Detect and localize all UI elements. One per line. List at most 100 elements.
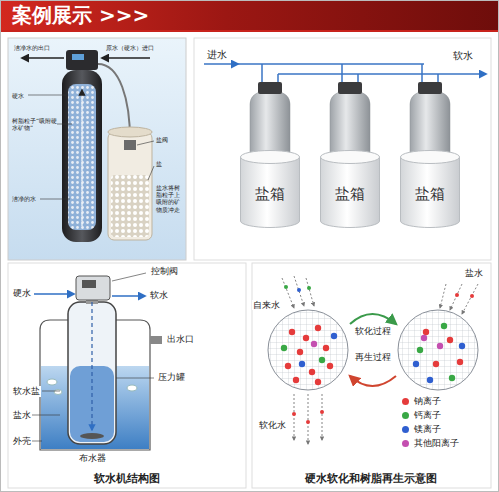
part-label: 盐 bbox=[156, 160, 162, 167]
resin-tank bbox=[22, 57, 64, 59]
salt-box: 盐箱 bbox=[240, 150, 300, 228]
resin-bead bbox=[311, 341, 317, 347]
structure-diagram bbox=[76, 276, 110, 300]
part-label: 压力罐 bbox=[157, 372, 186, 383]
flow-label: 盐水 bbox=[464, 268, 484, 278]
box-label: 盐箱 bbox=[255, 175, 285, 203]
resin-tank bbox=[72, 54, 84, 60]
part-label: 洁净的水 bbox=[12, 195, 36, 202]
resin-bead bbox=[327, 363, 333, 369]
page-title: 案例展示 >>> bbox=[12, 3, 149, 27]
resin-bead bbox=[285, 325, 463, 385]
resin-bead bbox=[441, 323, 447, 329]
ion-flow bbox=[307, 286, 311, 290]
salt-box-outline bbox=[321, 157, 380, 228]
resin-bead bbox=[398, 310, 478, 390]
part-label: 出水口 bbox=[166, 334, 195, 345]
caption: 软水机结构图 bbox=[93, 472, 161, 485]
feed-pipe bbox=[204, 63, 238, 65]
process-label: 软化过程 bbox=[354, 326, 392, 336]
salt-box-outline bbox=[321, 151, 380, 164]
feed-pipe bbox=[204, 64, 486, 84]
part-label: 洁净水的出口 bbox=[14, 44, 50, 51]
ion-flow bbox=[440, 284, 446, 308]
caption: 硬水软化和树脂再生示意图 bbox=[304, 472, 438, 485]
banner bbox=[0, 30, 499, 32]
flow-label: 软水 bbox=[149, 290, 169, 301]
resin-tank bbox=[22, 50, 150, 242]
structure-diagram bbox=[32, 273, 162, 450]
resin-bead bbox=[268, 310, 348, 390]
legend-item: 其他阳离子 bbox=[402, 438, 459, 449]
resin-tank bbox=[66, 50, 98, 70]
flow-label: 进水 bbox=[206, 49, 228, 61]
brine-tank bbox=[108, 132, 152, 240]
salt-box: 盐箱 bbox=[400, 150, 460, 228]
ion-flow bbox=[322, 394, 323, 440]
box-label: 盐箱 bbox=[335, 175, 365, 203]
legend-swatch bbox=[402, 412, 409, 419]
legend-label: 钠离子 bbox=[414, 396, 441, 407]
brine-tank bbox=[108, 127, 152, 137]
structure-diagram bbox=[41, 366, 149, 449]
part-label: 软水盐 bbox=[12, 386, 41, 397]
resin-bead bbox=[289, 329, 295, 335]
feed-pipe bbox=[278, 73, 486, 75]
legend-item: 钙离子 bbox=[402, 410, 441, 421]
flow-label: 软化水 bbox=[258, 420, 287, 430]
ion-flow bbox=[292, 412, 296, 416]
structure-diagram bbox=[47, 379, 57, 385]
legend-label: 其他阳离子 bbox=[414, 438, 459, 449]
part-label: 外壳 bbox=[12, 436, 32, 447]
ion-flow bbox=[450, 284, 462, 310]
resin-bead bbox=[319, 357, 325, 363]
part-label: 盐水将树脂粒子上吸附的矿物质冲走 bbox=[156, 184, 184, 213]
resin-bead bbox=[309, 369, 315, 375]
structure-diagram bbox=[91, 302, 92, 430]
structure-diagram bbox=[32, 273, 154, 441]
structure-diagram bbox=[32, 415, 60, 416]
ion-flow bbox=[462, 284, 478, 314]
resin-tank bbox=[81, 90, 82, 226]
resin-tank bbox=[102, 57, 150, 59]
structure-diagram bbox=[32, 441, 42, 442]
salt-box-outline bbox=[401, 157, 460, 228]
ion-flow bbox=[284, 285, 288, 289]
structure-diagram bbox=[112, 295, 145, 297]
salt-box: 盐箱 bbox=[320, 150, 380, 228]
resin-bead bbox=[423, 329, 429, 335]
structure-diagram bbox=[127, 385, 137, 391]
ion-flow bbox=[294, 394, 295, 440]
flow-label: 自来水 bbox=[252, 300, 281, 310]
resin-bead bbox=[433, 361, 439, 367]
ion-flow bbox=[282, 278, 294, 308]
softener-tank bbox=[338, 82, 362, 94]
panel-frame bbox=[8, 263, 246, 488]
resin-tank bbox=[62, 70, 102, 242]
legend-swatch bbox=[402, 426, 409, 433]
leader-line bbox=[40, 199, 70, 200]
ion-flow bbox=[294, 276, 304, 306]
flow-label: 硬水 bbox=[12, 288, 32, 299]
legend-swatch bbox=[402, 440, 409, 447]
ion-flow bbox=[297, 288, 301, 292]
resin-bead bbox=[303, 335, 309, 341]
legend-swatch bbox=[402, 398, 409, 405]
feed-pipe bbox=[238, 63, 424, 65]
structure-diagram bbox=[34, 293, 74, 295]
structure-diagram bbox=[82, 280, 96, 288]
banner bbox=[0, 0, 499, 32]
softener-tank bbox=[418, 82, 442, 94]
resin-bead bbox=[398, 310, 478, 390]
ion-flow bbox=[470, 294, 474, 298]
leader-line bbox=[148, 166, 154, 180]
resin-bead bbox=[421, 335, 427, 341]
ion-flow bbox=[306, 420, 310, 424]
banner bbox=[0, 0, 499, 30]
resin-bead bbox=[268, 310, 478, 390]
feed-pipe bbox=[261, 64, 263, 84]
resin-bead bbox=[285, 363, 291, 369]
structure-diagram bbox=[150, 336, 162, 344]
